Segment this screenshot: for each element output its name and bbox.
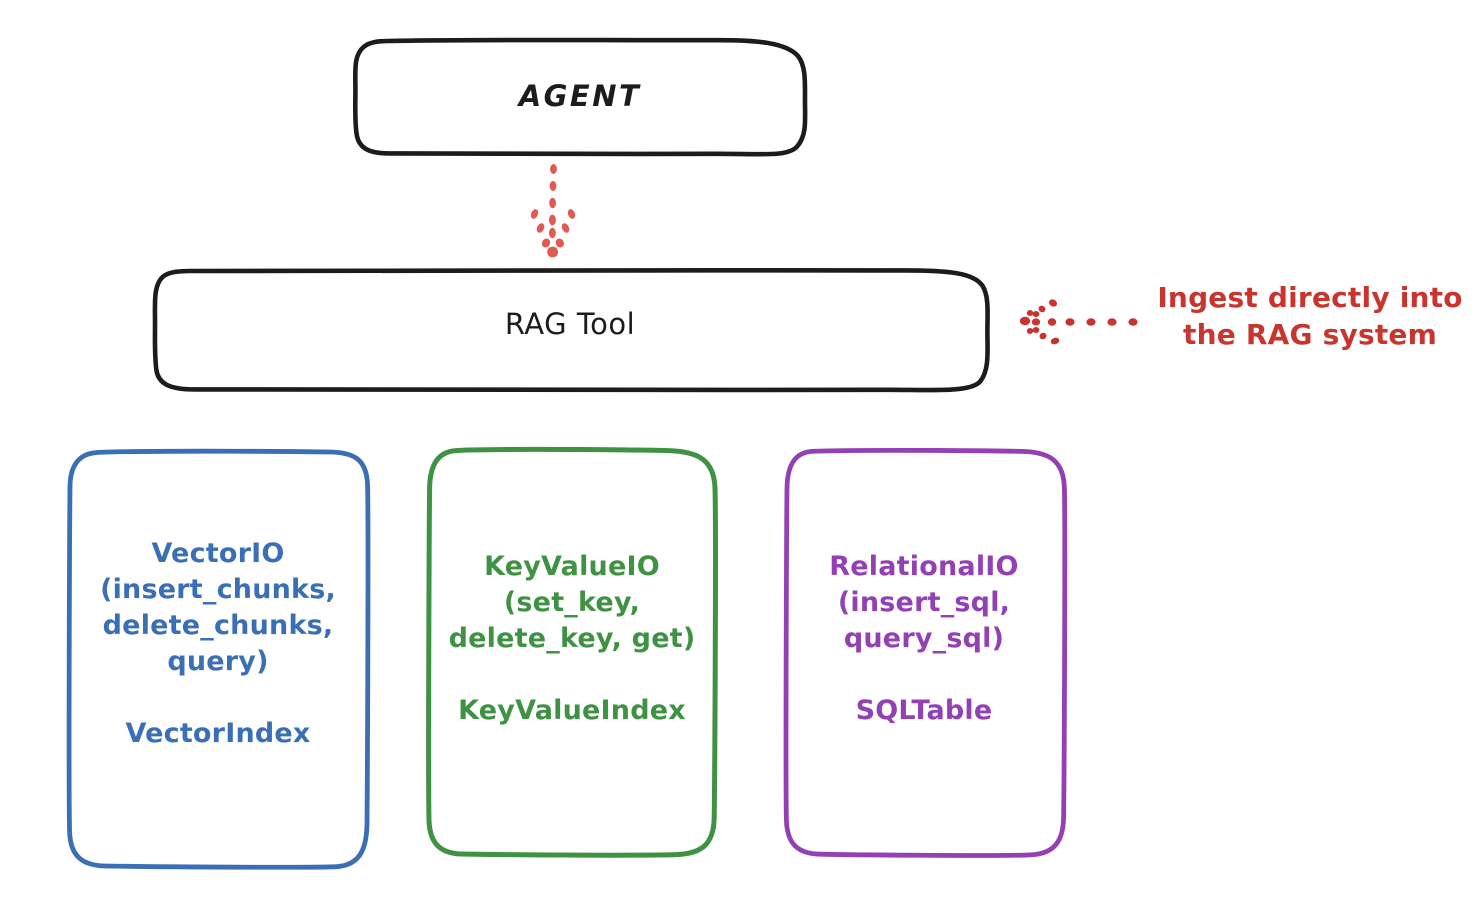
ingest-annotation-text: Ingest directly into the RAG system [1157, 281, 1463, 351]
vector-io-box-outline [66, 448, 371, 870]
vector-io-node[interactable] [66, 448, 371, 870]
key-value-io-node[interactable] [426, 446, 718, 858]
key-value-io-label: KeyValueIO (set_key, delete_key, get) Ke… [448, 551, 696, 726]
relational-io-node[interactable] [783, 447, 1068, 858]
ingest-arrow [1019, 299, 1138, 345]
relational-io-label: RelationalIO (insert_sql, query_sql) SQL… [829, 551, 1019, 726]
key-value-io-box-outline [426, 446, 718, 858]
agent-box-outline [352, 37, 808, 157]
rag-tool-box-outline [152, 267, 990, 393]
agent-node[interactable] [352, 37, 808, 157]
agent-to-ragtool-connector [530, 164, 576, 258]
vector-io-label: VectorIO (insert_chunks, delete_chunks, … [100, 538, 336, 749]
rag-tool-node[interactable] [152, 267, 990, 393]
relational-io-box-outline [783, 447, 1068, 858]
